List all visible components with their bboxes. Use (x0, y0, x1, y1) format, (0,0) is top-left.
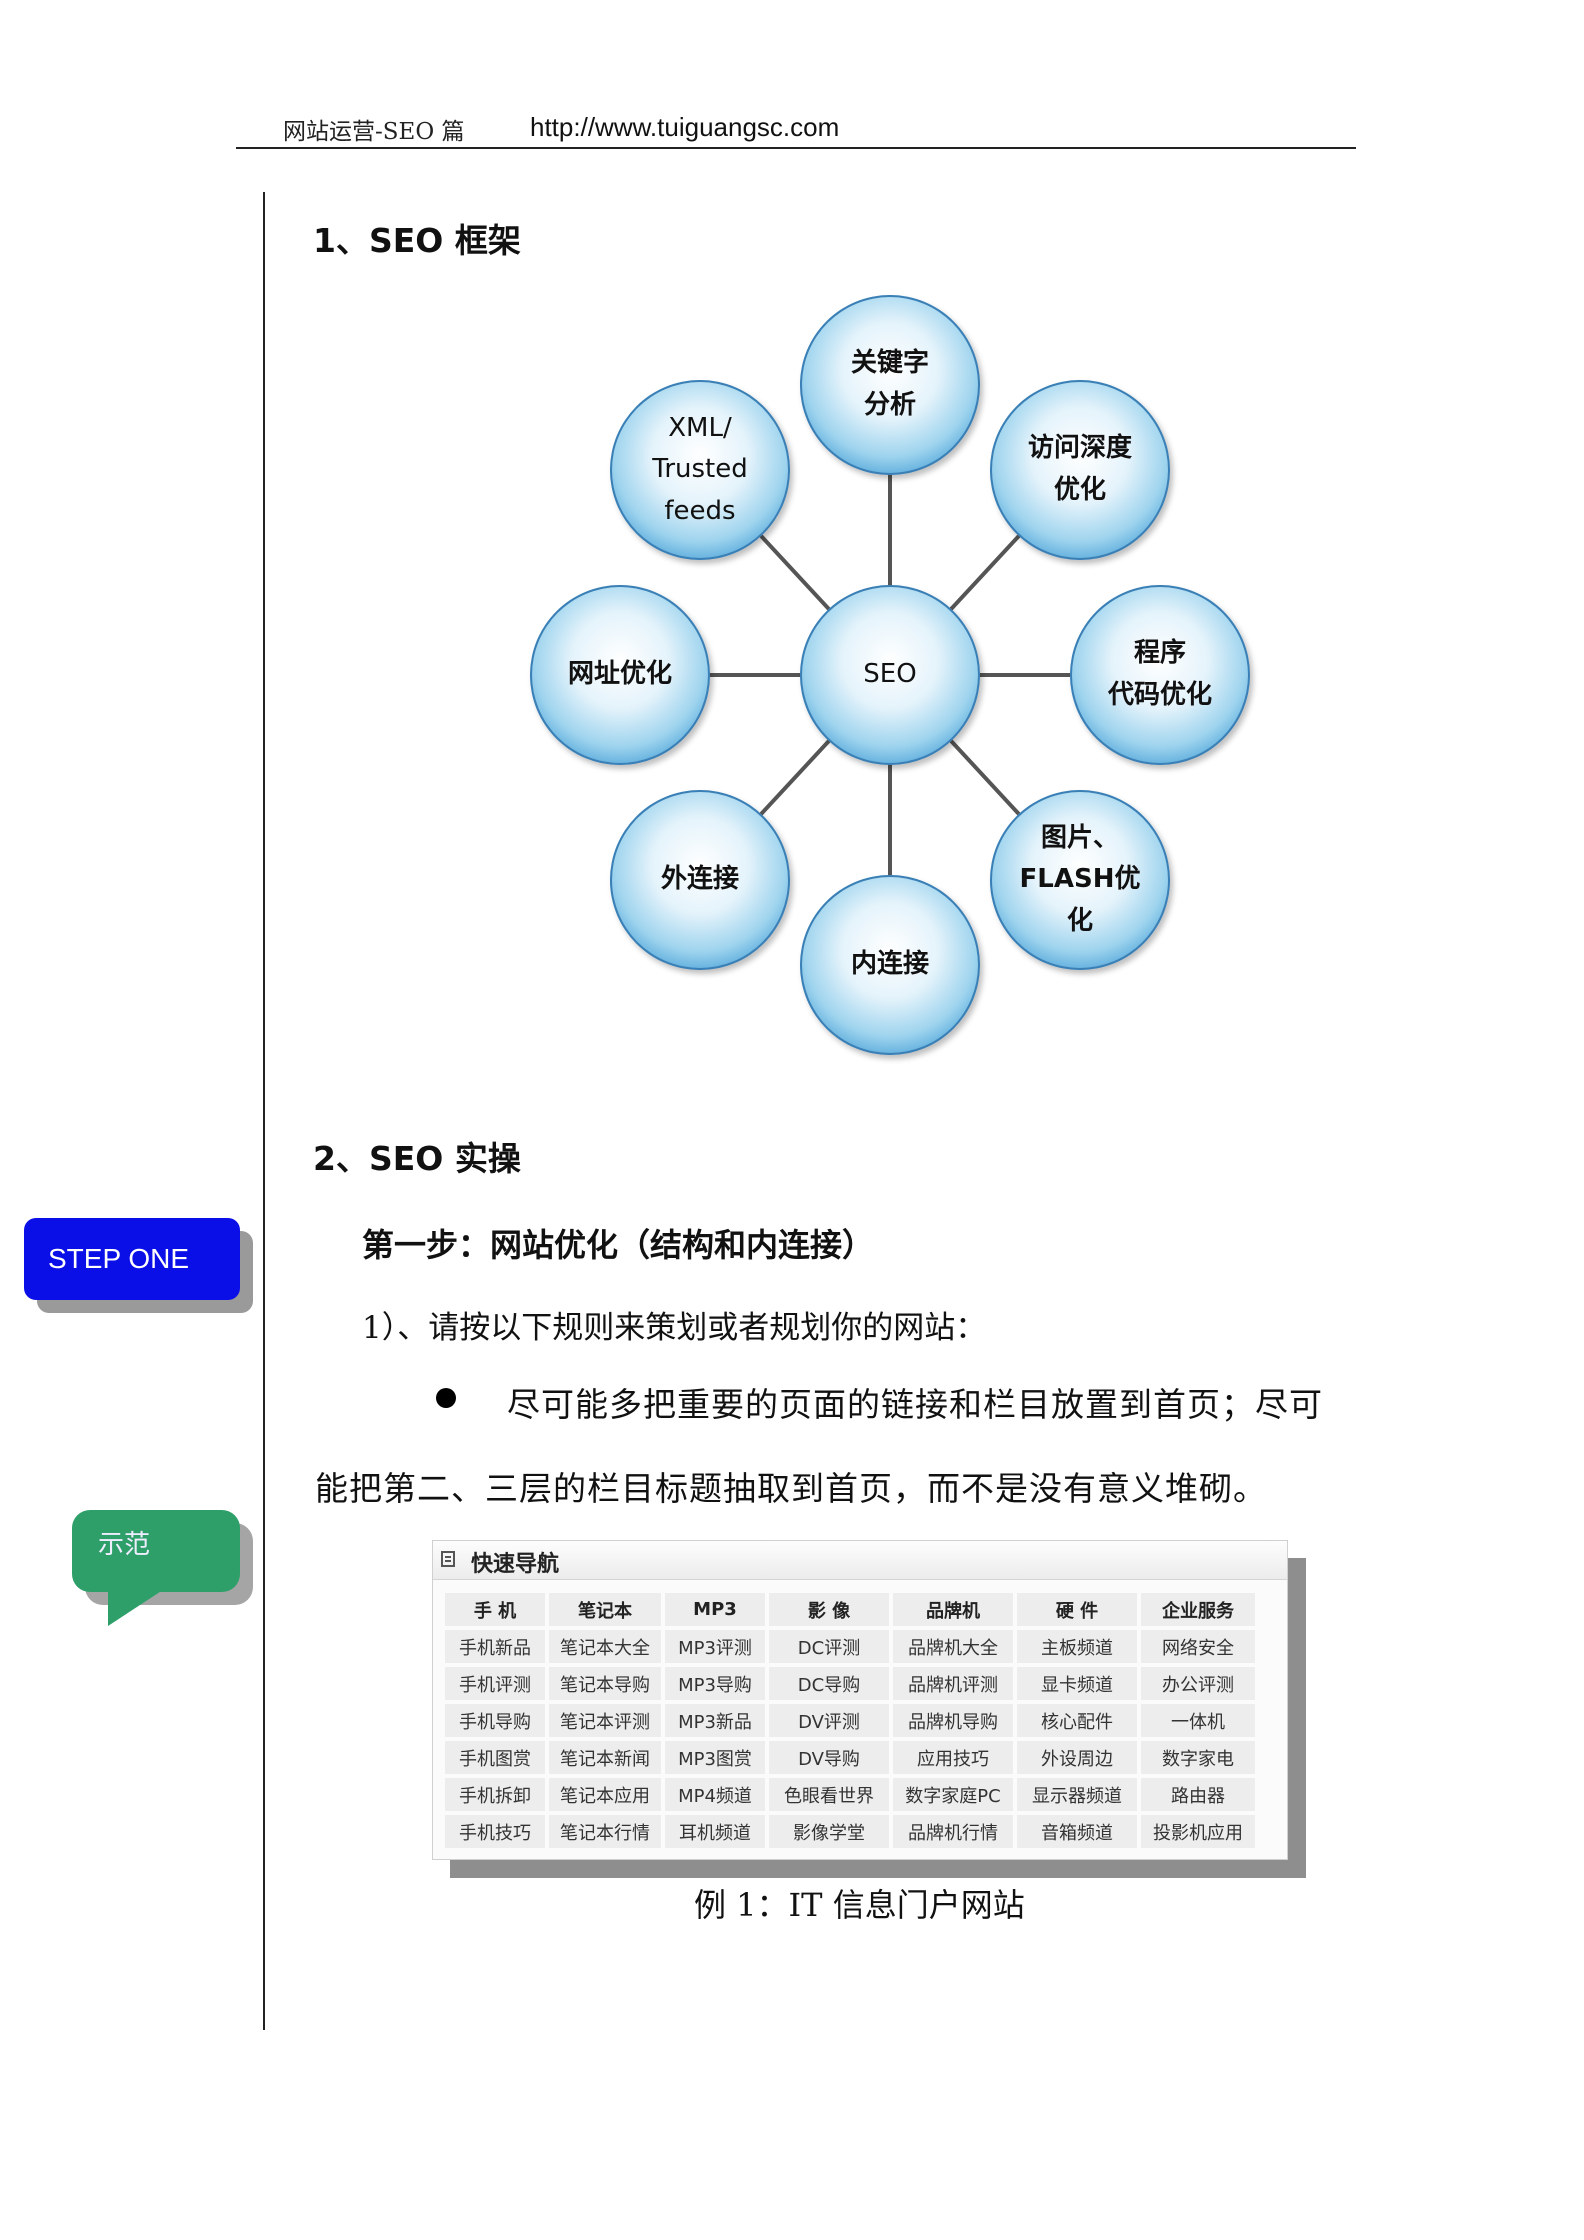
nav-link[interactable]: 办公评测 (1141, 1667, 1255, 1700)
nav-link[interactable]: 显卡频道 (1017, 1667, 1137, 1700)
nav-link[interactable]: 笔记本导购 (549, 1667, 661, 1700)
nav-link[interactable]: 手机新品 (445, 1630, 545, 1663)
nav-link[interactable]: 核心配件 (1017, 1704, 1137, 1737)
bullet-text-line1: 尽可能多把重要的页面的链接和栏目放置到首页；尽可 (507, 1385, 1323, 1424)
node-xml-feeds: XML/ Trusted feeds (610, 380, 790, 560)
seo-framework-diagram: SEO 关键字 分析 访问深度 优化 程序 代码优化 图片、 FLASH优 化 … (520, 285, 1280, 1085)
nav-link[interactable]: DC评测 (769, 1630, 889, 1663)
nav-link[interactable]: 色眼看世界 (769, 1778, 889, 1811)
left-margin-rule (263, 192, 265, 2030)
node-keyword-analysis: 关键字 分析 (800, 295, 980, 475)
nav-link[interactable]: 一体机 (1141, 1704, 1255, 1737)
nav-link[interactable]: DV评测 (769, 1704, 889, 1737)
nav-col-header[interactable]: MP3 (665, 1593, 765, 1626)
demo-callout-tail (108, 1588, 166, 1626)
nav-link[interactable]: 笔记本应用 (549, 1778, 661, 1811)
nav-col-header[interactable]: 品牌机 (893, 1593, 1013, 1626)
step-one-title: 第一步：网站优化（结构和内连接） (362, 1226, 875, 1264)
bullet-text-line2: 能把第二、三层的栏目标题抽取到首页，而不是没有意义堆砌。 (315, 1469, 1267, 1508)
nav-link[interactable]: 品牌机大全 (893, 1630, 1013, 1663)
node-code-optimization: 程序 代码优化 (1070, 585, 1250, 765)
nav-link[interactable]: 笔记本行情 (549, 1815, 661, 1848)
nav-link[interactable]: MP3评测 (665, 1630, 765, 1663)
nav-link[interactable]: 数字家庭PC (893, 1778, 1013, 1811)
nav-link[interactable]: 手机评测 (445, 1667, 545, 1700)
quick-nav-header-row: 手 机 笔记本 MP3 影 像 品牌机 硬 件 企业服务 (445, 1593, 1255, 1626)
nav-col-header[interactable]: 手 机 (445, 1593, 545, 1626)
nav-link[interactable]: 手机图赏 (445, 1741, 545, 1774)
nav-link[interactable]: 主板频道 (1017, 1630, 1137, 1663)
nav-col-header[interactable]: 笔记本 (549, 1593, 661, 1626)
nav-link[interactable]: 投影机应用 (1141, 1815, 1255, 1848)
node-internal-links: 内连接 (800, 875, 980, 1055)
bullet-dot-icon (436, 1388, 456, 1408)
nav-link[interactable]: 品牌机行情 (893, 1815, 1013, 1848)
nav-link[interactable]: 手机拆卸 (445, 1778, 545, 1811)
quick-nav-title: 快速导航 (471, 1552, 560, 1577)
list-icon (441, 1551, 455, 1567)
header-divider (236, 147, 1356, 149)
nav-link[interactable]: DV导购 (769, 1741, 889, 1774)
node-seo-center: SEO (800, 585, 980, 765)
nav-link[interactable]: 路由器 (1141, 1778, 1255, 1811)
nav-link[interactable]: MP4频道 (665, 1778, 765, 1811)
nav-link[interactable]: 影像学堂 (769, 1815, 889, 1848)
nav-link[interactable]: 数字家电 (1141, 1741, 1255, 1774)
quick-nav-header: 快速导航 (433, 1541, 1287, 1580)
nav-link[interactable]: 耳机频道 (665, 1815, 765, 1848)
nav-link[interactable]: 显示器频道 (1017, 1778, 1137, 1811)
demo-callout-bubble: 示范 (72, 1510, 240, 1592)
nav-link[interactable]: 品牌机评测 (893, 1667, 1013, 1700)
nav-col-header[interactable]: 企业服务 (1141, 1593, 1255, 1626)
nav-link[interactable]: 笔记本评测 (549, 1704, 661, 1737)
nav-link[interactable]: MP3图赏 (665, 1741, 765, 1774)
nav-link[interactable]: 网络安全 (1141, 1630, 1255, 1663)
node-url-optimization: 网址优化 (530, 585, 710, 765)
step-one-button[interactable]: STEP ONE (24, 1218, 240, 1300)
section-1-title: 1、SEO 框架 (313, 221, 521, 260)
node-access-depth: 访问深度 优化 (990, 380, 1170, 560)
nav-link[interactable]: MP3导购 (665, 1667, 765, 1700)
header-title: 网站运营-SEO 篇 (283, 119, 465, 145)
nav-link[interactable]: 手机导购 (445, 1704, 545, 1737)
nav-link[interactable]: MP3新品 (665, 1704, 765, 1737)
node-external-links: 外连接 (610, 790, 790, 970)
nav-col-header[interactable]: 硬 件 (1017, 1593, 1137, 1626)
nav-link[interactable]: 手机技巧 (445, 1815, 545, 1848)
header-url: http://www.tuiguangsc.com (530, 112, 840, 142)
table-row: 手机技巧笔记本行情耳机频道影像学堂品牌机行情音箱频道投影机应用 (445, 1815, 1255, 1848)
quick-nav-panel: 快速导航 手 机 笔记本 MP3 影 像 品牌机 硬 件 企业服务 手机新品笔记… (432, 1540, 1288, 1860)
node-image-flash: 图片、 FLASH优 化 (990, 790, 1170, 970)
nav-link[interactable]: 品牌机导购 (893, 1704, 1013, 1737)
nav-link[interactable]: 音箱频道 (1017, 1815, 1137, 1848)
section-2-title: 2、SEO 实操 (313, 1139, 521, 1178)
nav-link[interactable]: DC导购 (769, 1667, 889, 1700)
nav-link[interactable]: 应用技巧 (893, 1741, 1013, 1774)
rule-intro-paragraph: 1）、请按以下规则来策划或者规划你的网站： (362, 1310, 987, 1346)
nav-link[interactable]: 外设周边 (1017, 1741, 1137, 1774)
figure-caption: 例 1：IT 信息门户网站 (694, 1886, 1025, 1924)
nav-col-header[interactable]: 影 像 (769, 1593, 889, 1626)
nav-link[interactable]: 笔记本新闻 (549, 1741, 661, 1774)
nav-link[interactable]: 笔记本大全 (549, 1630, 661, 1663)
